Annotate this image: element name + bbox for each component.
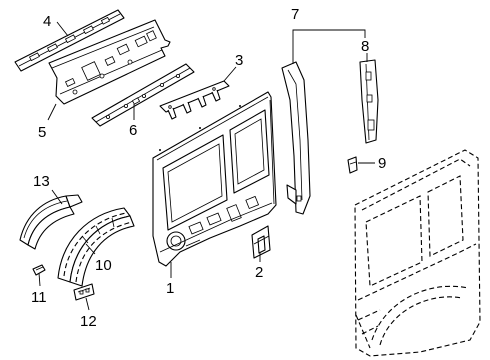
part-6-lower-rail <box>91 63 195 127</box>
callout-3: 3 <box>235 52 243 69</box>
callout-11: 11 <box>31 289 47 306</box>
part-11-clip <box>32 264 46 276</box>
callout-7: 7 <box>291 6 299 23</box>
leader-lines <box>38 21 375 311</box>
part-2-small-bracket <box>251 225 271 259</box>
part-12-bracket <box>73 283 95 301</box>
callout-6: 6 <box>129 122 137 139</box>
callout-12: 12 <box>80 313 97 330</box>
part-7-rear-pillar <box>281 61 311 215</box>
callout-8: 8 <box>361 38 369 55</box>
callout-9: 9 <box>378 155 386 172</box>
callout-2: 2 <box>255 264 263 281</box>
vehicle-side-outline <box>354 149 481 357</box>
part-5-reinforcement-panel <box>48 19 171 105</box>
callout-5: 5 <box>38 124 46 141</box>
part-1-side-panel <box>152 91 277 267</box>
callout-13: 13 <box>33 173 50 190</box>
part-3-bracket-strip <box>159 80 230 120</box>
callout-4: 4 <box>43 13 51 30</box>
callout-labels: 4 5 6 3 7 8 9 1 2 13 10 11 12 <box>31 6 386 330</box>
callout-10: 10 <box>95 257 112 274</box>
part-9-clip <box>347 156 358 174</box>
part-8-pillar-reinforcement <box>359 59 379 144</box>
part-4-upper-rail <box>14 9 125 72</box>
callout-1: 1 <box>166 280 174 297</box>
part-13-outer-wheelhouse <box>19 194 83 250</box>
part-10-inner-wheelhouse <box>57 207 135 287</box>
